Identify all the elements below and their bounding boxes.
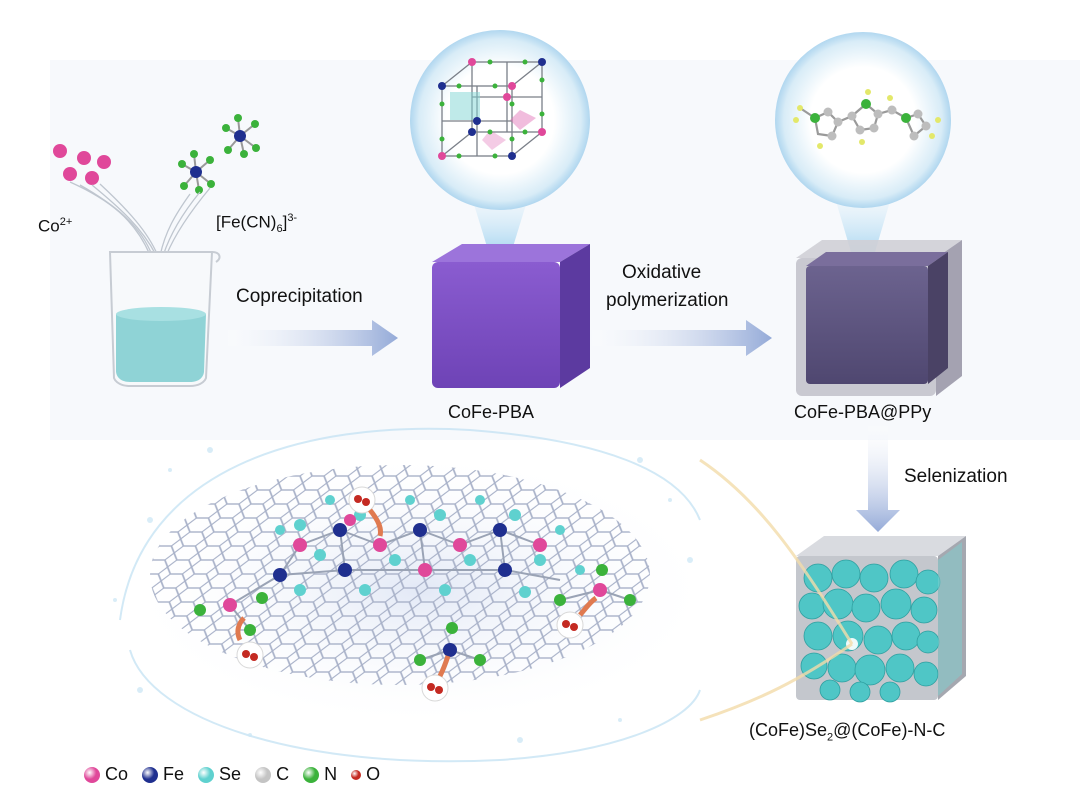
legend-swatch-se	[198, 766, 215, 783]
legend-swatch-fe	[142, 766, 159, 783]
legend-swatch-n	[303, 766, 320, 783]
cofe-pba-label: CoFe-PBA	[448, 402, 535, 422]
legend-swatch-co	[84, 766, 100, 783]
selenization-label: Selenization	[904, 466, 1008, 487]
cofe-pba-cube	[432, 244, 590, 388]
pba-lattice-bubble	[410, 30, 590, 250]
atomic-structure	[194, 486, 636, 702]
element-legend: Co Fe Se C N O	[84, 764, 380, 785]
legend-label: O	[366, 764, 381, 784]
legend-item-c: C	[255, 764, 289, 785]
oxygen-adsorbates	[235, 486, 598, 702]
beaker-icon	[108, 251, 221, 387]
graphene-sheet	[113, 427, 720, 763]
cobalt-ions	[53, 144, 111, 185]
legend-label: N	[324, 764, 338, 784]
legend-label: Fe	[163, 764, 185, 784]
legend-item-se: Se	[198, 764, 241, 785]
legend-label: Co	[105, 764, 129, 784]
legend-item-co: Co	[84, 764, 128, 785]
oxidative-label: Oxidative	[622, 262, 702, 283]
zoom-connector	[699, 458, 854, 722]
legend-label: Se	[219, 764, 242, 784]
legend-item-fe: Fe	[142, 764, 184, 785]
legend-swatch-c	[255, 766, 272, 783]
ferricyanide-label: [Fe(CN)6]3-	[216, 212, 298, 236]
legend-swatch-o	[351, 769, 362, 780]
cofe-pba-ppy-cube	[796, 240, 962, 396]
oxidative-polymerization-arrow	[592, 320, 772, 356]
selenization-arrow	[856, 426, 900, 532]
legend-item-n: N	[303, 764, 337, 785]
legend-label: C	[276, 764, 290, 784]
pouring-streams	[69, 181, 211, 257]
ferricyanide-ions	[178, 114, 260, 194]
ppy-molecule-bubble	[775, 32, 951, 252]
legend-item-o: O	[351, 764, 380, 785]
cofe-pba-ppy-label: CoFe-PBA@PPy	[794, 402, 932, 422]
final-product-label: (CoFe)Se2@(CoFe)-N-C	[749, 720, 946, 744]
cobalt-ion-label: Co2+	[38, 216, 73, 236]
polymerization-label: polymerization	[606, 290, 729, 311]
coprecipitation-label: Coprecipitation	[236, 286, 363, 307]
cofe-selenide-cube	[796, 536, 966, 703]
coprecipitation-arrow	[228, 320, 398, 356]
